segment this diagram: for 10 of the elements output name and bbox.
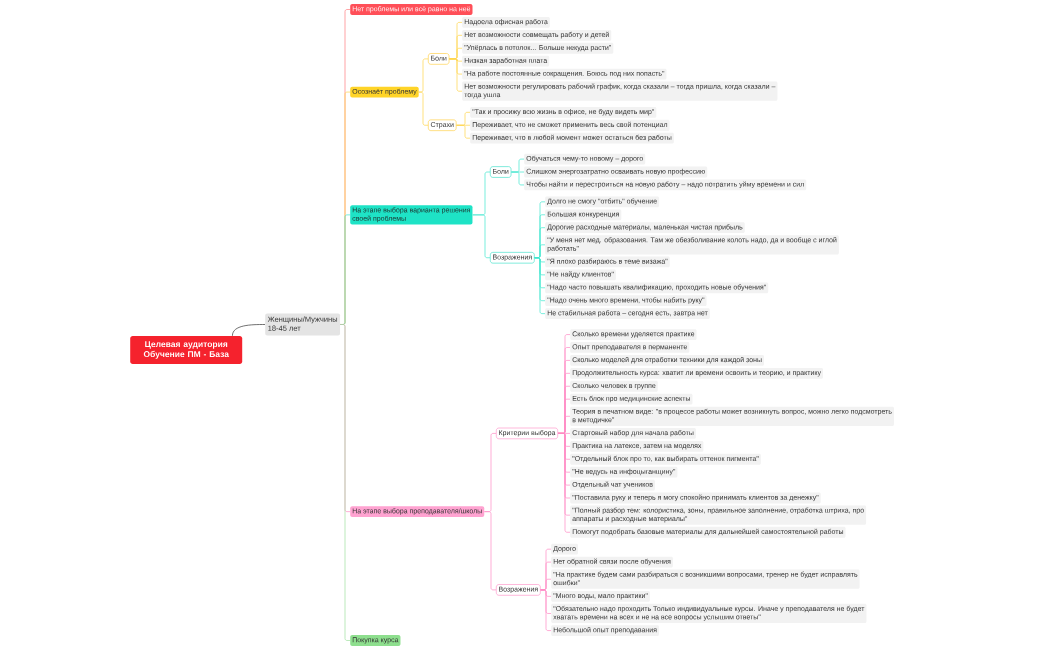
- connector-line: [557, 433, 571, 533]
- connector-line: [484, 511, 497, 591]
- connector-line: [511, 171, 525, 186]
- connector-line: [449, 58, 463, 92]
- connector-curve: [232, 324, 266, 337]
- connector-line: [456, 124, 471, 139]
- connector-line: [534, 257, 546, 314]
- central-topic-box: Целевая аудитория Обучение ПМ - База: [130, 336, 243, 364]
- connector-line: [339, 324, 351, 641]
- connector-line: [540, 589, 552, 631]
